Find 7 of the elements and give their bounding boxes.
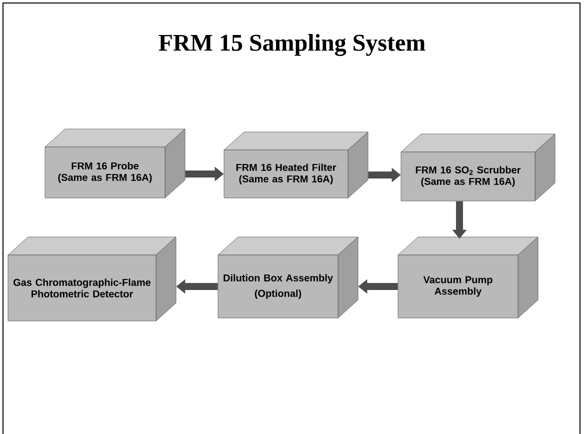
block-drawing: FRM 16 SO$_{2}$ Scrubber (Same as FRM 16A) bbox=[400, 134, 556, 202]
block-drawing: FRM 16 Probe (Same as FRM 16A) bbox=[44, 128, 186, 198]
block-drawing: Dilution Box Assembly (Optional) bbox=[218, 236, 358, 318]
title: FRM 15 Sampling System bbox=[158, 34, 426, 56]
block-drawing: Vacuum Pump Assembly bbox=[398, 236, 538, 318]
block-drawing: FRM 16 Heated Filter (Same as FRM 16A) bbox=[224, 132, 368, 198]
block-drawing: Gas Chromatographic-Flame Photometric Detector bbox=[8, 236, 176, 322]
